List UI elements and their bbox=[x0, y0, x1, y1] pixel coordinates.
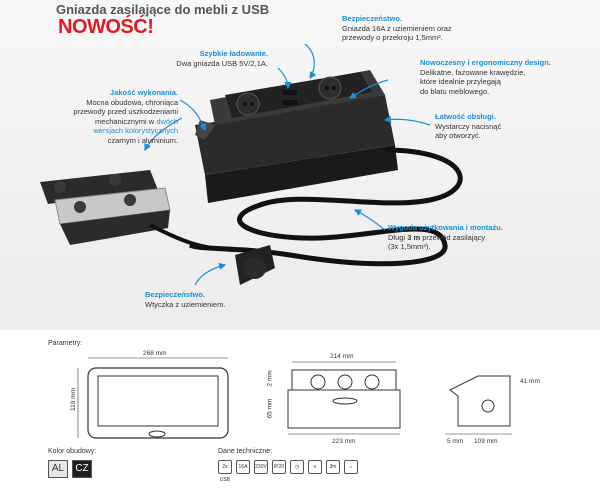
dim-profile-5mm: 5 mm bbox=[447, 438, 464, 445]
dim-profile-41mm: 41 mm bbox=[520, 378, 540, 385]
cable-length-icon: 3m bbox=[326, 460, 340, 474]
tech-data-label: Dane techniczne: bbox=[218, 448, 273, 455]
parameters-title: Parametry: bbox=[48, 340, 83, 347]
amperage-icon: 16A bbox=[236, 460, 250, 474]
socket-box-aluminium bbox=[54, 187, 171, 245]
plug bbox=[235, 245, 275, 285]
callout-convenience: Wygoda użytkowania i montażu. Długi 3 m … bbox=[388, 223, 503, 252]
product-hero: Gniazda zasilające do mebli z USB NOWOŚĆ… bbox=[0, 0, 600, 330]
cable-icon: ≡ bbox=[308, 460, 322, 474]
voltage-icon: 230V bbox=[254, 460, 268, 474]
color-options-label: Kolor obudowy: bbox=[48, 448, 97, 455]
dim-front-width: 268 mm bbox=[143, 350, 167, 357]
dim-side-65mm: 65 mm bbox=[266, 398, 274, 419]
home-icon: ⌂ bbox=[344, 460, 358, 474]
usb-icon: 2x USB bbox=[218, 460, 232, 483]
dim-front-height: 119 mm bbox=[70, 388, 77, 411]
dim-profile-109mm: 109 mm bbox=[474, 438, 498, 445]
callout-quality: Jakość wykonania. Mocna obudowa, chronią… bbox=[73, 88, 178, 145]
page-title: Gniazda zasilające do mebli z USB bbox=[56, 2, 270, 17]
dim-side-bottom: 223 mm bbox=[332, 438, 356, 445]
socket-box-black bbox=[40, 170, 158, 204]
dim-side-top: 214 mm bbox=[330, 353, 354, 360]
socket-box-main bbox=[195, 70, 398, 203]
callout-easy-use: Łatwość obsługi. Wystarczy nacisnąć aby … bbox=[435, 112, 502, 141]
dimension-drawings bbox=[77, 357, 512, 439]
new-badge: NOWOŚĆ! bbox=[58, 16, 154, 38]
ip-rating-icon: IP20 bbox=[272, 460, 286, 474]
dim-side-2mm: 2 mm bbox=[266, 370, 274, 387]
clock-icon: ◷ bbox=[290, 460, 304, 474]
callout-fast-charge: Szybkie ładowanie. Dwa gniazda USB 5V/2,… bbox=[176, 49, 268, 68]
callout-safety-plug: Bezpieczeństwo. Wtyczka z uziemieniem. bbox=[145, 290, 226, 309]
color-option-cz[interactable]: CZ bbox=[72, 460, 92, 478]
callout-safety-sockets: Bezpieczeństwo. Gniazda 16A z uziemienie… bbox=[342, 14, 452, 43]
color-option-al[interactable]: AL bbox=[48, 460, 68, 478]
specs-panel: Parametry: 268 mm 119 mm 214 mm 2 mm 65 … bbox=[0, 330, 600, 488]
product-illustration bbox=[40, 43, 463, 286]
callout-modern-design: Nowoczesny i ergonomiczny design. Delika… bbox=[420, 58, 551, 96]
